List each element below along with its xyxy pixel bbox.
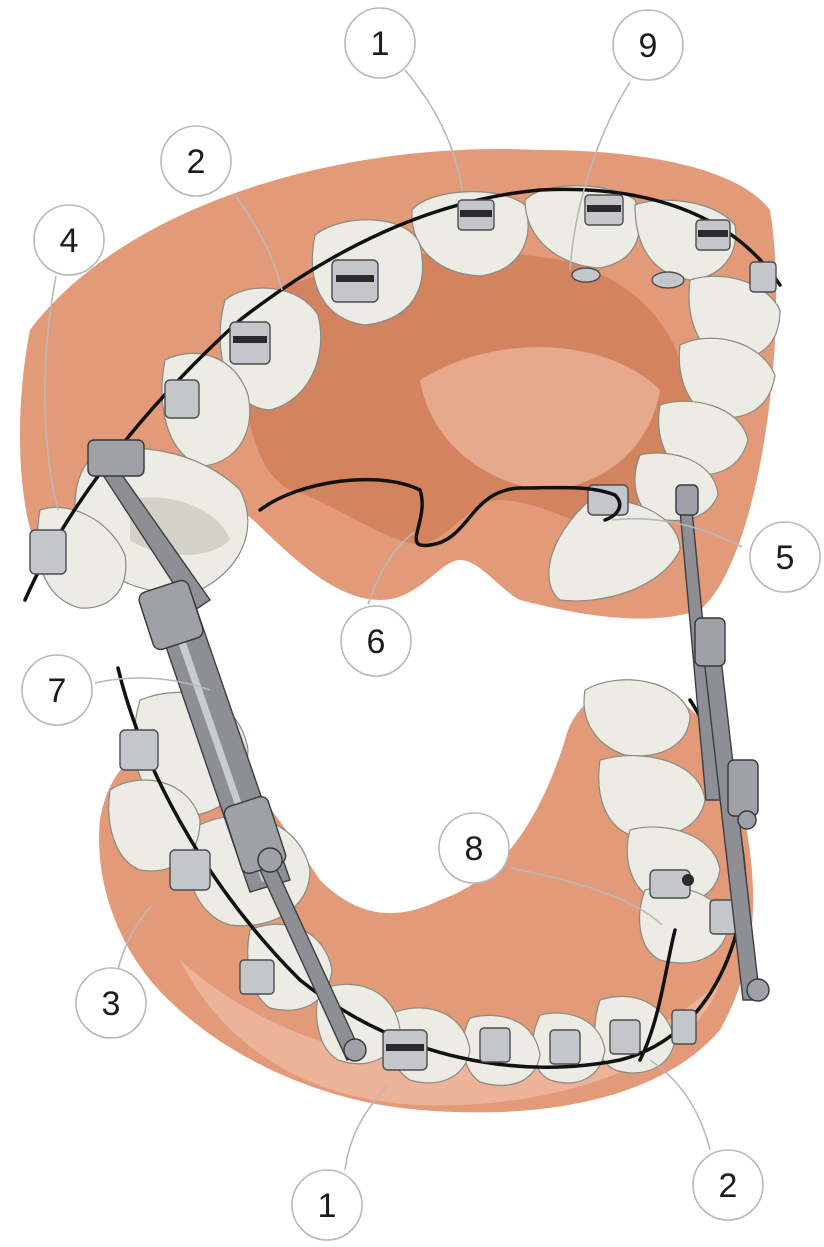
molar-tube (650, 870, 694, 898)
callout-8: 8 (439, 813, 509, 883)
callout-number: 2 (719, 1167, 738, 1205)
callout-number: 9 (639, 27, 658, 65)
callout-number: 7 (48, 672, 67, 710)
callout-number: 6 (367, 623, 386, 661)
callout-number: 3 (102, 985, 121, 1023)
bracket (458, 200, 494, 230)
bracket (170, 850, 210, 890)
bracket (240, 960, 274, 994)
callout-9: 9 (613, 10, 683, 80)
callout-number: 8 (465, 830, 484, 868)
bracket (480, 1028, 510, 1062)
bracket (696, 220, 730, 250)
bracket (550, 1030, 580, 1064)
bracket (750, 262, 776, 292)
callout-3: 3 (76, 968, 146, 1038)
bracket (230, 322, 270, 364)
bracket (383, 1030, 427, 1070)
upper-arch (20, 149, 780, 619)
bracket (672, 1010, 696, 1044)
callout-number: 1 (318, 1187, 337, 1225)
bracket (610, 1020, 640, 1054)
callout-number: 2 (187, 143, 206, 181)
callout-2-top: 2 (161, 126, 231, 196)
callout-5: 5 (750, 522, 820, 592)
bracket (30, 530, 66, 574)
callout-1-top: 1 (345, 8, 415, 78)
bracket (165, 380, 199, 418)
callout-7: 7 (22, 655, 92, 725)
bracket (120, 730, 158, 770)
callout-6: 6 (341, 606, 411, 676)
bracket (585, 195, 623, 225)
callout-1-bottom: 1 (292, 1170, 362, 1240)
callout-4: 4 (34, 205, 104, 275)
callout-number: 5 (776, 539, 795, 577)
callout-number: 4 (60, 222, 79, 260)
bracket (332, 260, 378, 302)
callout-2-bottom: 2 (693, 1150, 763, 1220)
callout-number: 1 (371, 25, 390, 63)
